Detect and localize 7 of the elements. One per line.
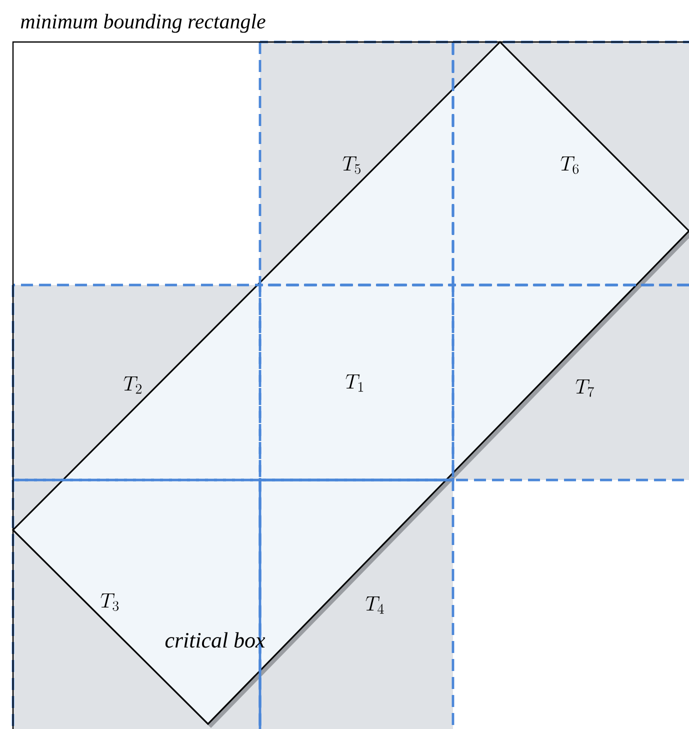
cell-label: $T_{2}$ (124, 376, 142, 394)
cell-label: $T_{1}$ (346, 374, 364, 392)
cell-label: $T_{3}$ (100, 594, 119, 611)
cell-label: $T_{4}$ (366, 596, 384, 614)
cell-label: $T_{5}$ (342, 156, 360, 174)
cell-label: $T_{6}$ (560, 156, 579, 174)
cell-label: $T_{7}$ (576, 380, 594, 397)
